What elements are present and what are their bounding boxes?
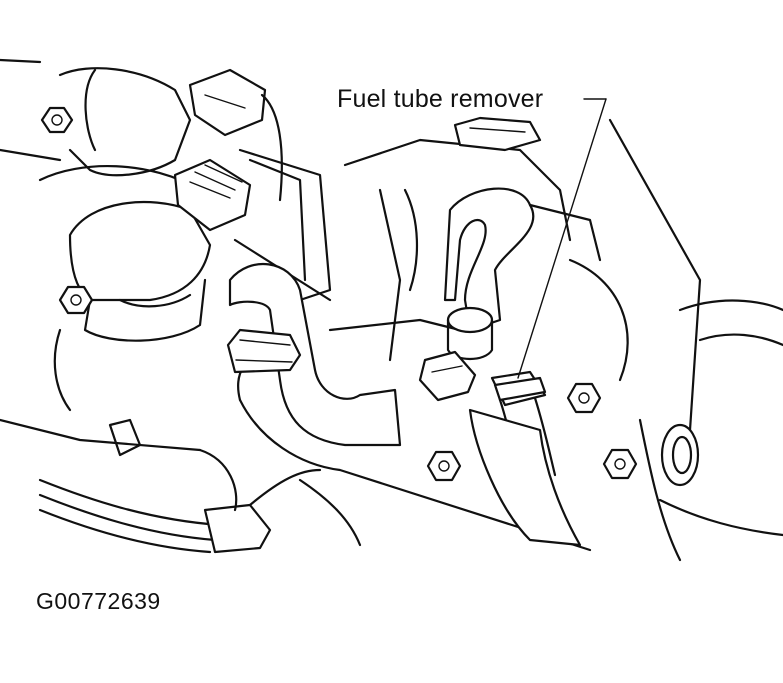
figure-id: G00772639	[36, 588, 161, 614]
lower-left-structure	[0, 418, 362, 547]
callout-leader-line	[517, 98, 607, 379]
center-connector	[418, 350, 477, 402]
wiring-harness	[38, 468, 322, 554]
coil-connector	[173, 158, 252, 232]
fuel-rail-area	[328, 138, 572, 362]
main-hose	[228, 262, 592, 552]
fuel-tube-remover-tool	[490, 370, 557, 482]
fuel-tube-remover-label: Fuel tube remover	[337, 85, 544, 113]
sensor-port-right	[660, 423, 700, 487]
bolt-center	[426, 450, 462, 482]
bolt-far-right	[602, 448, 638, 480]
pressure-regulator	[446, 306, 494, 361]
bolt-right	[566, 382, 602, 414]
bolt-left-mid	[58, 285, 94, 315]
hose-clamp-left	[226, 328, 302, 374]
bolt-upper-left	[40, 106, 74, 134]
lower-fuel-hose	[468, 408, 582, 547]
right-housing	[568, 118, 783, 562]
quick-connector-top	[453, 116, 542, 152]
upper-left-housing	[0, 58, 202, 192]
ignition-coil	[53, 200, 212, 412]
top-connector	[188, 68, 283, 202]
